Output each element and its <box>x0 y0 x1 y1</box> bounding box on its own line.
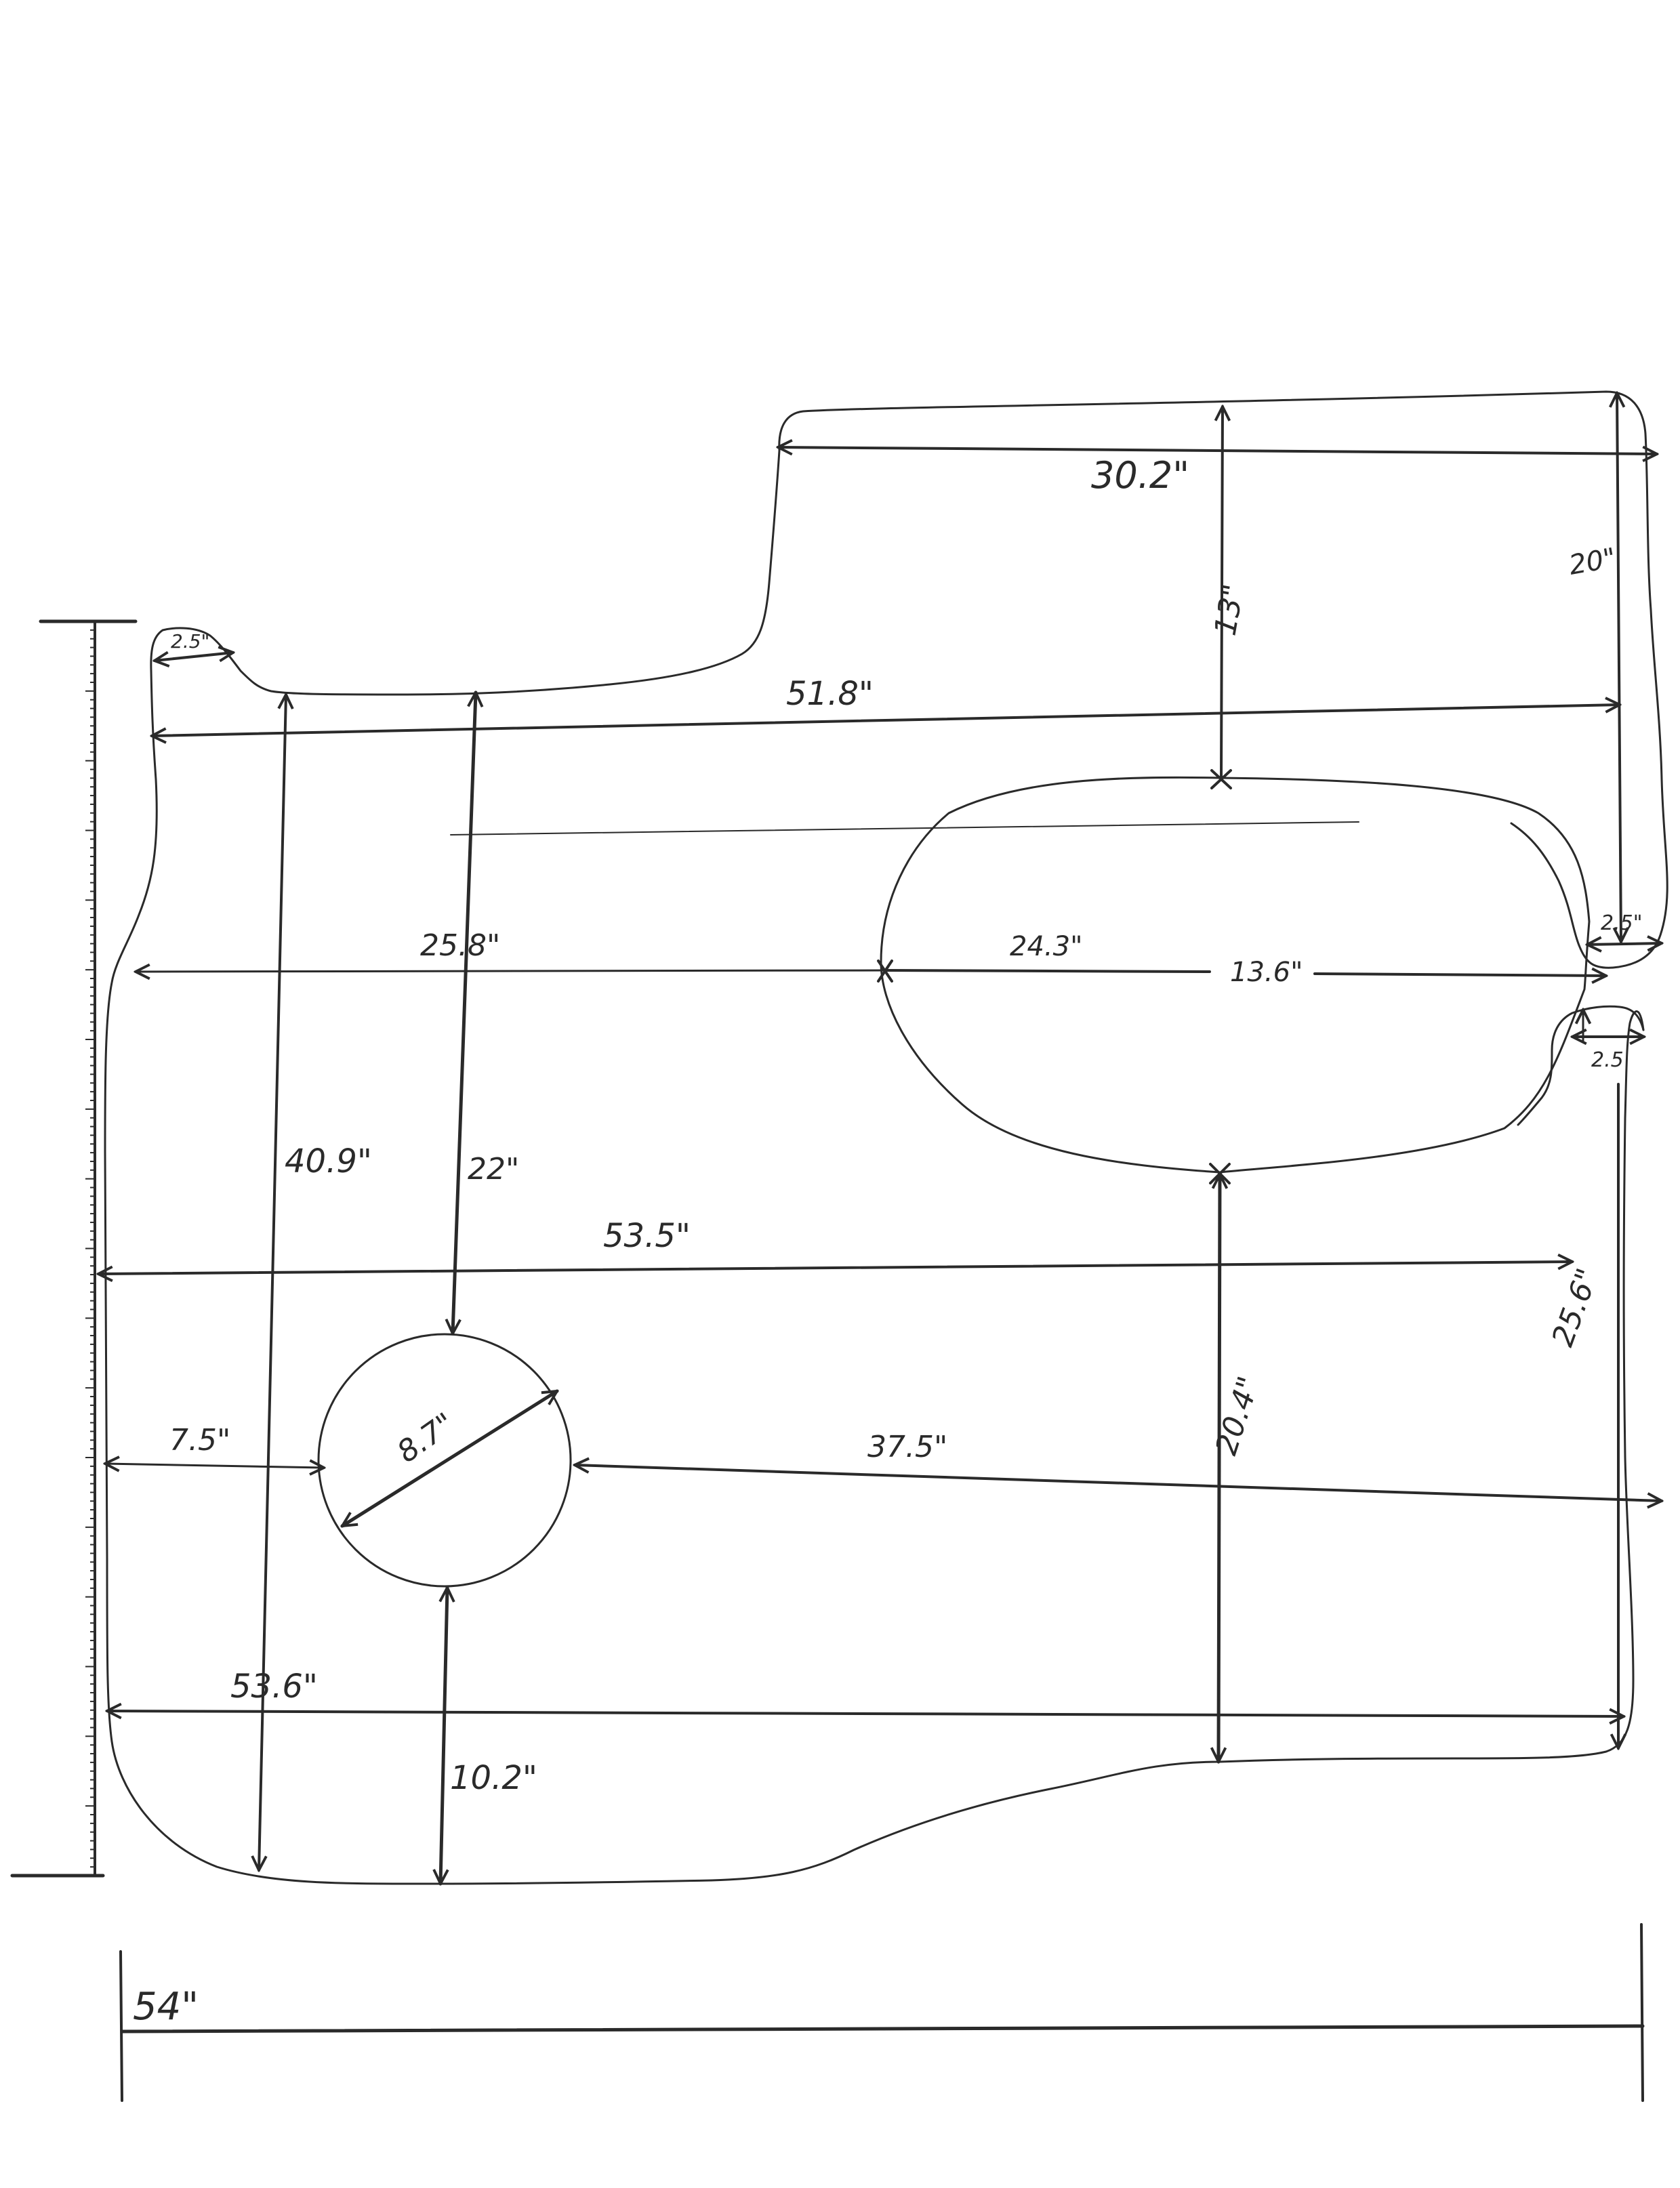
label-right-lower-height: 25.6" <box>1545 1264 1605 1351</box>
label-upper-width: 51.8" <box>786 675 874 713</box>
label-center-top-height: 13" <box>1208 581 1251 638</box>
dim-guide <box>450 821 1359 835</box>
dim-center-lower-height <box>1218 1174 1220 1762</box>
dim-top-width <box>778 447 1657 454</box>
label-oval-height: 13.6" <box>1230 957 1303 988</box>
dim-hole-left-offset <box>105 1464 324 1468</box>
dim-upper-width <box>152 705 1620 736</box>
dim-full-width-mid <box>98 1262 1572 1274</box>
dim-mid-left-span <box>136 970 889 972</box>
dim-left-height <box>259 695 286 1870</box>
dim-oval-height <box>1313 974 1606 976</box>
label-right-notch-upper: 2.5" <box>1601 911 1643 935</box>
dimension-lines <box>98 393 1662 1884</box>
dim-hole-vertical-bottom <box>441 1588 447 1884</box>
label-hole-vertical-top: 22" <box>468 1152 519 1186</box>
label-overall-width: 54" <box>133 1985 199 2029</box>
label-mid-left-span: 25.8" <box>420 928 500 963</box>
overall-width-bracket <box>119 1923 1645 2102</box>
oval-cutout <box>880 776 1591 1174</box>
outline-top <box>778 390 1668 969</box>
outline-notch-lower-right <box>1517 1005 1645 1126</box>
label-full-width-mid: 53.5" <box>603 1217 691 1255</box>
outline-notch-upper-right <box>1510 822 1580 947</box>
dim-hole-diameter <box>342 1389 557 1528</box>
label-oval-width: 24.3" <box>1010 931 1082 962</box>
label-top-width: 30.2" <box>1091 454 1189 497</box>
dim-right-notch-upper <box>1587 943 1662 945</box>
label-hole-diameter: 8.7" <box>391 1406 461 1470</box>
dim-hole-vertical-top <box>453 693 476 1334</box>
label-top-left-notch: 2.5" <box>171 630 209 653</box>
dim-top-left-notch <box>155 653 233 661</box>
label-hole-left-offset: 7.5" <box>169 1423 230 1458</box>
label-right-top-height: 20" <box>1567 543 1618 581</box>
label-left-height: 40.9" <box>285 1142 372 1180</box>
label-right-notch-lower: 2.5 <box>1591 1048 1624 1072</box>
label-bottom-width: 53.6" <box>230 1668 318 1706</box>
dim-right-top-height <box>1617 393 1621 942</box>
left-ruler <box>10 619 138 1878</box>
dim-hole-right-span <box>575 1465 1662 1501</box>
dim-bottom-width <box>107 1711 1624 1716</box>
label-hole-vertical-bottom: 10.2" <box>450 1759 537 1797</box>
oval-markers <box>877 769 1232 1184</box>
dim-oval-width <box>883 969 1211 973</box>
label-hole-right-span: 37.5" <box>867 1430 947 1464</box>
